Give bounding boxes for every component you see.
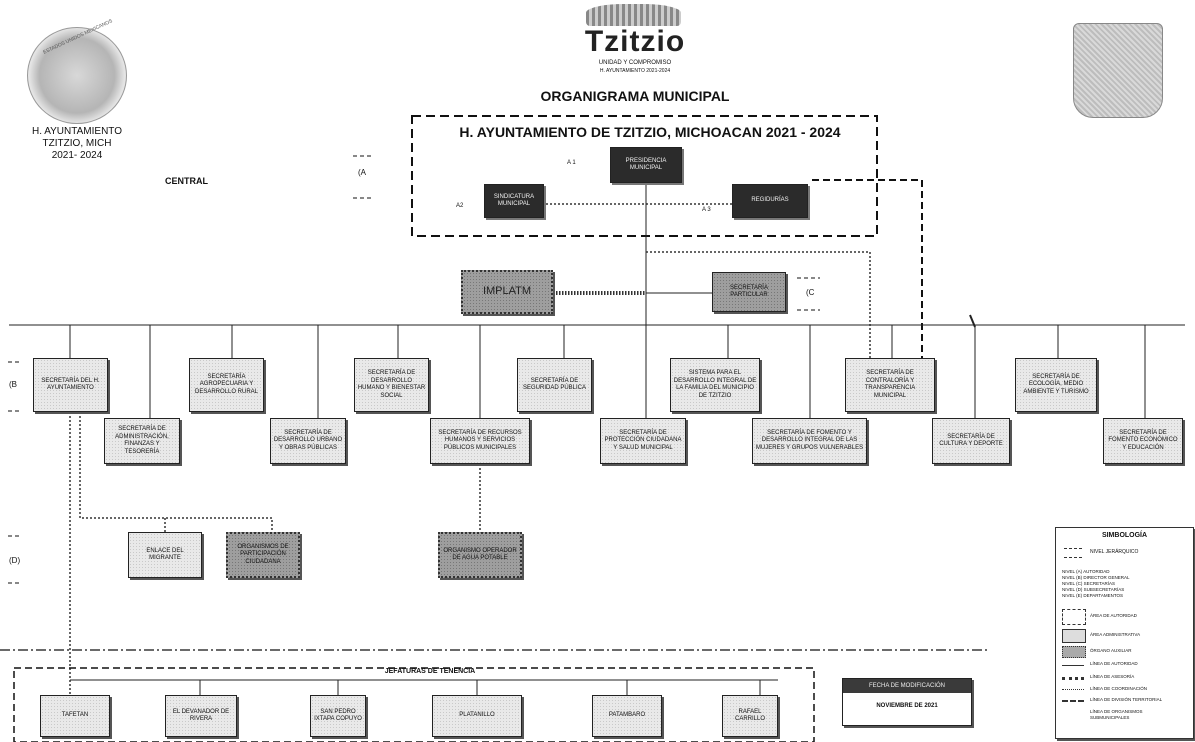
legend-area-autoridad-icon — [1062, 609, 1086, 625]
secretaria-fomento-mujeres-box: SECRETARÍA DE FOMENTO Y DESARROLLO INTEG… — [752, 418, 867, 464]
ayuntamiento-line-1: H. AYUNTAMIENTO — [31, 126, 122, 137]
sindicatura-box: SINDICATURA MUNICIPAL — [484, 184, 544, 218]
secretaria-administracion-box: SECRETARÍA DE ADMINISTRACIÓN, FINANZAS Y… — [104, 418, 180, 464]
national-seal-icon: ESTADOS UNIDOS MEXICANOS — [27, 18, 127, 124]
legend-linea-asesoria: LÍNEA DE ASESORÍA — [1090, 674, 1135, 679]
logo-emblem-icon — [586, 4, 681, 26]
sistema-dif-box: SISTEMA PARA EL DESARROLLO INTEGRAL DE L… — [670, 358, 760, 412]
legend-panel: SIMBOLOGÍA NIVEL JERÁRQUICO NIVEL (A) AU… — [1055, 527, 1194, 739]
legend-nivel-icon — [1064, 548, 1082, 558]
legend-title: SIMBOLOGÍA — [1101, 532, 1148, 539]
level-central-label: CENTRAL — [165, 176, 208, 186]
secretaria-agropecuaria-box: SECRETARÍA AGROPECUARIA Y DESARROLLO RUR… — [189, 358, 264, 412]
legend-organo-auxiliar: ÓRGANO AUXILIAR — [1090, 648, 1132, 653]
legend-linea-division-icon — [1062, 700, 1084, 702]
legend-area-autoridad: ÁREA DE AUTORIDAD — [1090, 613, 1137, 618]
legend-linea-autoridad-icon — [1062, 665, 1084, 666]
secretaria-desarrollo-urbano-box: SECRETARÍA DE DESARROLLO URBANO Y OBRAS … — [270, 418, 346, 464]
secretaria-seguridad-box: SECRETARÍA DE SEGURIDAD PÚBLICA — [517, 358, 592, 412]
secretaria-proteccion-box: SECRETARÍA DE PROTECCIÓN CIUDADANA Y SAL… — [600, 418, 686, 464]
secretaria-recursos-humanos-box: SECRETARÍA DE RECURSOS HUMANOS Y SERVICI… — [430, 418, 530, 464]
secretaria-fomento-economico-box: SECRETARÍA DE FOMENTO ECONÓMICO Y EDUCAC… — [1103, 418, 1183, 464]
legend-linea-division: LÍNEA DE DIVISIÓN TERRITORIAL — [1090, 697, 1163, 702]
legend-nivel-jerarquico: NIVEL JERÁRQUICO — [1090, 549, 1139, 555]
legend-linea-organismos: LÍNEA DE ORGANISMOS SUBMUNICIPALES — [1090, 709, 1143, 720]
regidurias-box: REGIDURÍAS — [732, 184, 808, 218]
legend-nivel-d: NIVEL (D) SUBSECRETARÍAS — [1062, 587, 1125, 592]
a1-label: A 1 — [567, 160, 576, 166]
fecha-modificacion-box: FECHA DE MODIFICACIÓN NOVIEMBRE DE 2021 — [842, 678, 972, 726]
secretaria-ecologia-box: SECRETARÍA DE ECOLOGÍA, MEDIO AMBIENTE Y… — [1015, 358, 1097, 412]
level-a-label: (A — [358, 168, 366, 177]
implatm-box: IMPLATM — [461, 270, 553, 314]
level-d-label: (D) — [9, 556, 21, 565]
tenencia-devanador-box: EL DEVANADOR DE RIVERA — [165, 695, 237, 737]
organismo-agua-box: ORGANISMO OPERADOR DE AGUA POTABLE — [438, 532, 522, 578]
tenencia-patambaro-box: PATAMBARO — [592, 695, 662, 737]
municipal-crest-icon — [1073, 23, 1163, 118]
a3-label: A 3 — [702, 207, 711, 213]
secretaria-particular-box: SECRETARÍA PARTICULAR — [712, 272, 786, 312]
secretaria-contraloria-box: SECRETARÍA DE CONTRALORÍA Y TRANSPARENCI… — [845, 358, 935, 412]
tenencias-title: JEFATURAS DE TENENCIA — [384, 668, 476, 675]
fecha-label: FECHA DE MODIFICACIÓN — [843, 679, 971, 693]
legend-nivel-b: NIVEL (B) DIRECTOR GENERAL — [1062, 575, 1130, 580]
tenencia-rafael-carrillo-box: RAFAEL CARRILLO — [722, 695, 778, 737]
secretaria-cultura-box: SECRETARÍA DE CULTURA Y DEPORTE — [932, 418, 1010, 464]
legend-organo-icon — [1062, 646, 1086, 658]
presidencia-box: PRESIDENCIA MUNICIPAL — [610, 147, 682, 183]
organismos-participacion-box: ORGANISMOS DE PARTICIPACIÓN CIUDADANA — [226, 532, 300, 578]
page-title: ORGANIGRAMA MUNICIPAL — [540, 88, 730, 104]
secretaria-desarrollo-humano-box: SECRETARÍA DE DESARROLLO HUMANO Y BIENES… — [354, 358, 429, 412]
ayuntamiento-line-3: 2021- 2024 — [51, 150, 103, 161]
level-b-label: (B — [9, 380, 17, 389]
legend-nivel-e: NIVEL (E) DEPARTAMENTOS — [1062, 593, 1124, 598]
tenencia-tafetan-box: TAFETAN — [40, 695, 110, 737]
legend-linea-asesoria-icon — [1062, 677, 1084, 680]
legend-area-admin: ÁREA ADMINISTRATIVA — [1090, 632, 1141, 637]
logo-text: Tzitzio — [584, 25, 686, 58]
logo-tagline: UNIDAD Y COMPROMISO — [598, 60, 672, 66]
secretaria-ayuntamiento-box: SECRETARÍA DEL H. AYUNTAMIENTO — [33, 358, 108, 412]
tenencia-platanillo-box: PLATANILLO — [432, 695, 522, 737]
fecha-value: NOVIEMBRE DE 2021 — [876, 703, 938, 709]
legend-linea-coordinacion: LÍNEA DE COORDINACIÓN — [1090, 686, 1148, 691]
legend-linea-coordinacion-icon — [1062, 689, 1084, 690]
logo-subtitle: H. AYUNTAMIENTO 2021-2024 — [599, 68, 671, 74]
ayuntamiento-line-2: TZITZIO, MICH — [42, 138, 112, 149]
legend-nivel-c: NIVEL (C) SECRETARÍAS — [1062, 581, 1116, 586]
enlace-migrante-box: ENLACE DEL MIGRANTE — [128, 532, 202, 578]
legend-area-admin-icon — [1062, 629, 1086, 643]
legend-nivel-a: NIVEL (A) AUTORIDAD — [1062, 569, 1110, 574]
a2-label: A2 — [456, 203, 464, 209]
tenencia-san-pedro-box: SAN PEDRO IXTAPA COPUYO — [310, 695, 366, 737]
level-c-label: (C — [806, 288, 815, 297]
legend-linea-autoridad: LÍNEA DE AUTORIDAD — [1090, 661, 1138, 666]
council-title: H. AYUNTAMIENTO DE TZITZIO, MICHOACAN 20… — [459, 124, 841, 140]
